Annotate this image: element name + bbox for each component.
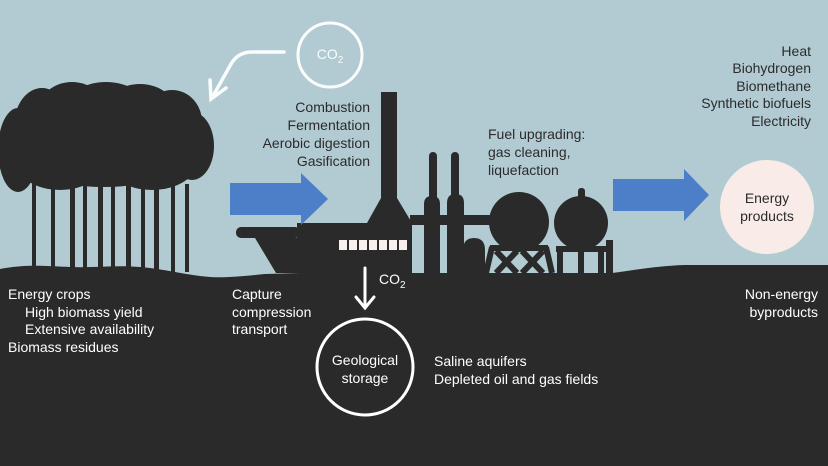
upgrading-to-products-arrow (613, 169, 709, 221)
energy-output-item: Biomethane (736, 77, 811, 94)
capture-chain-list: Capture compression transport (232, 286, 311, 339)
energy-products-label: Energy products (707, 189, 827, 225)
energy-products-circle (720, 160, 814, 254)
conveyor-chute (255, 238, 300, 273)
biomass-feedstock-list: Energy crops High biomass yield Extensiv… (8, 286, 154, 356)
boiler-building (297, 92, 412, 273)
energy-outputs-list: Heat Biohydrogen Biomethane Synthetic bi… (701, 43, 811, 130)
geological-storage-circle (315, 317, 415, 417)
storage-sites-list: Saline aquifers Depleted oil and gas fie… (434, 353, 598, 388)
biomass-item: Energy crops (8, 286, 91, 302)
fuel-upgrading-line: Fuel upgrading: (488, 126, 586, 142)
geological-storage-line: Geological (331, 352, 399, 368)
co2-text: CO (316, 46, 338, 62)
sphere-tank-1 (489, 192, 549, 252)
energy-output-item: Synthetic biofuels (701, 95, 811, 112)
energy-products-line: products (740, 208, 794, 224)
capture-chain-item: Capture (232, 286, 282, 302)
biomass-subitem: High biomass yield (25, 303, 143, 320)
non-energy-byproducts-label: Non-energy byproducts (745, 286, 818, 321)
fuel-upgrading-line: liquefaction (488, 162, 559, 178)
non-energy-line: Non-energy (744, 286, 818, 302)
capture-chain-item: transport (232, 321, 288, 337)
conversion-item: Gasification (296, 153, 370, 169)
co2-subscript: 2 (337, 54, 344, 66)
co2-text: CO (379, 271, 400, 287)
conversion-item: Fermentation (287, 117, 370, 133)
energy-output-item: Heat (781, 43, 811, 59)
co2-capture-label: CO2 (379, 271, 406, 291)
fuel-upgrading-line: gas cleaning, (488, 144, 571, 160)
trees-silhouette (0, 82, 214, 272)
fuel-upgrading-label: Fuel upgrading: gas cleaning, liquefacti… (488, 125, 585, 179)
conversion-processes-list: Combustion Fermentation Aerobic digestio… (263, 98, 370, 170)
storage-site-item: Saline aquifers (434, 353, 527, 369)
factory-windows (339, 240, 407, 250)
co2-atmosphere-circle (296, 21, 364, 89)
sphere-tank-2 (554, 196, 608, 250)
energy-output-item: Biohydrogen (732, 60, 811, 77)
biomass-item: Biomass residues (8, 338, 119, 355)
conversion-item: Aerobic digestion (262, 135, 370, 151)
co2-capture-arrow (354, 266, 376, 311)
co2-subscript: 2 (400, 279, 406, 291)
geological-storage-label: Geological storage (305, 352, 425, 387)
energy-products-line: Energy (744, 190, 790, 206)
storage-site-item: Depleted oil and gas fields (434, 370, 599, 387)
dome-vessel (463, 238, 485, 273)
process-pipe (410, 215, 522, 225)
column-stack-1 (429, 152, 437, 204)
biomass-to-conversion-arrow (230, 173, 328, 225)
conversion-item: Combustion (295, 99, 370, 115)
geological-storage-line: storage (341, 369, 389, 386)
capture-chain-item: compression (232, 303, 312, 320)
co2-uptake-arrow (208, 50, 286, 103)
conveyor-pipe (236, 227, 300, 238)
biomass-subitem: Extensive availability (25, 321, 155, 337)
non-energy-line: byproducts (749, 303, 818, 320)
column-stack-2 (451, 152, 459, 204)
energy-output-item: Electricity (751, 112, 811, 129)
co2-atmosphere-label: CO2 (298, 46, 362, 66)
factory-silhouette (236, 92, 613, 276)
